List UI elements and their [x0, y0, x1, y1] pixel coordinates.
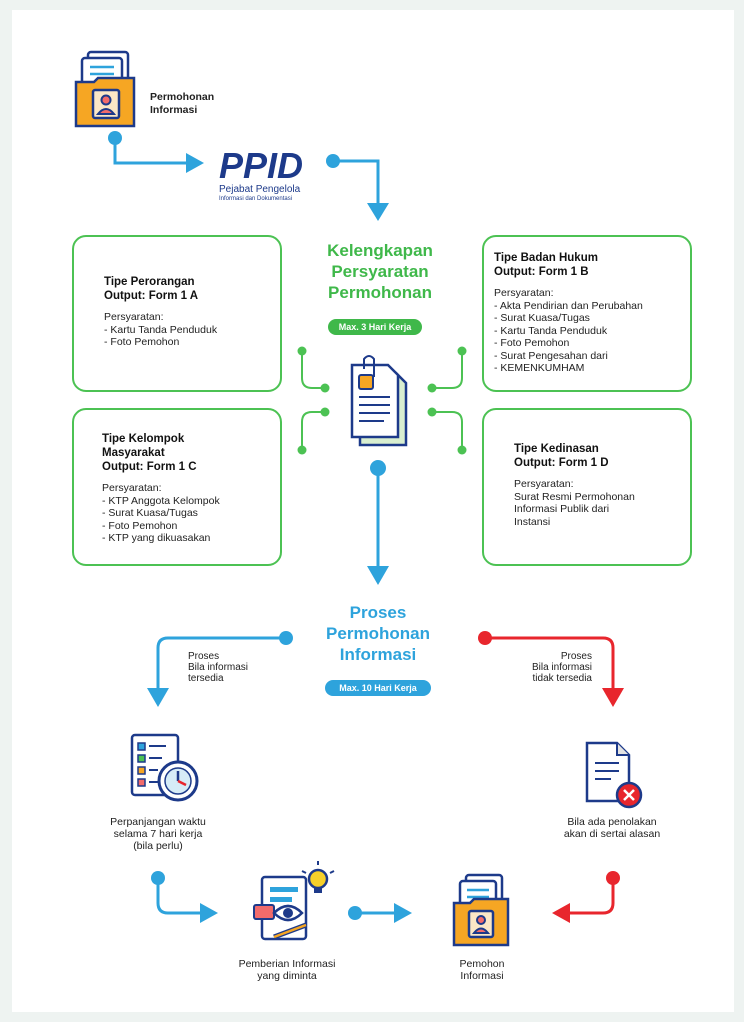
box-kelompok-list: KTP Anggota Kelompok Surat Kuasa/Tugas F…: [102, 495, 272, 545]
box-kelompok-req-label: Persyaratan:: [102, 482, 162, 494]
infographic-sheet: PPID Permohonan Informasi Pejabat Pengel…: [12, 10, 734, 1012]
box-kedinasan-output: Output: Form 1 D: [514, 457, 609, 469]
box-kedinasan-line: Instansi: [514, 515, 551, 528]
delivery-caption-line: yang diminta: [257, 970, 317, 982]
box-badan-hukum-output: Output: Form 1 B: [494, 266, 589, 278]
list-item: KTP yang dikuasakan: [102, 532, 272, 545]
available-branch-line: Proses: [188, 651, 220, 662]
box-kelompok-output: Output: Form 1 C: [102, 461, 197, 473]
box-kedinasan-title: Tipe Kedinasan: [514, 443, 599, 455]
extension-to-delivery-connector: [151, 871, 218, 923]
ppid-logo-line1: Pejabat Pengelola: [219, 184, 301, 195]
list-item: Surat Kuasa/Tugas: [494, 312, 682, 325]
requirements-title-line2: Persyaratan: [331, 262, 429, 281]
rejection-caption: Bila ada penolakan akan di sertai alasan: [542, 816, 682, 840]
requirements-branch-dots: [297, 346, 467, 455]
list-item: Foto Pemohon: [102, 520, 272, 533]
process-duration-badge: Max. 10 Hari Kerja: [325, 680, 431, 696]
ppid-to-requirements-connector: [326, 154, 389, 221]
start-to-ppid-connector: [108, 131, 204, 173]
process-title-line1: Proses: [349, 603, 407, 622]
available-branch-connector: [147, 631, 293, 707]
list-item: Foto Pemohon: [104, 336, 270, 349]
ppid-logo-icon: PPID: [219, 145, 303, 186]
box-kedinasan-req-label: Persyaratan:: [514, 478, 574, 490]
extension-caption-line: Perpanjangan waktu: [110, 816, 206, 828]
ppid-logo-line2: Informasi dan Dokumentasi: [219, 196, 293, 202]
start-label-text: Permohonan Informasi: [150, 91, 215, 116]
unavailable-branch-line: Bila informasi: [531, 662, 592, 673]
list-item: Surat Kuasa/Tugas: [102, 507, 272, 520]
box-perorangan-list: Kartu Tanda Penduduk Foto Pemohon: [104, 324, 270, 349]
extension-caption-line: selama 7 hari kerja: [113, 828, 203, 840]
process-title-line3: Informasi: [339, 645, 417, 664]
end-caption-line: Pemohon: [459, 958, 505, 970]
box-badan-hukum-list: Akta Pendirian dan Perubahan Surat Kuasa…: [494, 300, 682, 375]
box-kelompok-title: Tipe Kelompok: [102, 433, 185, 445]
rejection-caption-line: akan di sertai alasan: [563, 828, 661, 840]
rejected-document-icon: [585, 741, 643, 809]
list-item: Surat Pengesahan dari: [494, 350, 682, 363]
ppid-logo-subtitle: Pejabat Pengelola Informasi dan Dokument…: [219, 184, 319, 203]
list-item: Foto Pemohon: [494, 337, 682, 350]
extension-caption-line: (bila perlu): [133, 840, 183, 852]
extension-caption: Perpanjangan waktu selama 7 hari kerja (…: [88, 816, 228, 852]
requirements-branch-connectors: [301, 351, 463, 450]
end-applicant-folder-icon: [452, 873, 510, 947]
requirements-title-line1: Kelengkapan: [327, 241, 433, 260]
box-badan-hukum-title: Tipe Badan Hukum: [494, 252, 598, 264]
list-item: Kartu Tanda Penduduk: [494, 325, 682, 338]
unavailable-branch-line: tidak tersedia: [532, 673, 592, 684]
list-item: KTP Anggota Kelompok: [102, 495, 272, 508]
box-kelompok-title2: Masyarakat: [102, 447, 165, 459]
box-perorangan-output: Output: Form 1 A: [104, 290, 199, 302]
unavailable-branch-connector: [478, 631, 624, 707]
applicant-folder-icon: [74, 50, 136, 128]
requirement-box-perorangan: Tipe Perorangan Output: Form 1 A Persyar…: [72, 235, 282, 392]
end-caption: Pemohon Informasi: [432, 958, 532, 982]
available-branch-line: tersedia: [188, 673, 224, 684]
ppid-wordmark: PPID: [219, 145, 303, 186]
rejection-caption-line: Bila ada penolakan: [567, 816, 657, 828]
available-branch-caption: Proses Bila informasi tersedia: [188, 651, 248, 684]
unavailable-branch-line: Proses: [560, 651, 592, 662]
rejection-to-end-connector: [552, 871, 620, 923]
requirement-box-kelompok: Tipe Kelompok Masyarakat Output: Form 1 …: [72, 408, 282, 566]
box-perorangan-req-label: Persyaratan:: [104, 311, 164, 323]
delivery-to-end-connector: [348, 903, 412, 923]
information-delivery-icon: [253, 861, 335, 941]
delivery-caption-line: Pemberian Informasi: [238, 958, 336, 970]
process-title: Proses Permohonan Informasi: [308, 602, 448, 665]
requirements-duration-badge: Max. 3 Hari Kerja: [328, 319, 422, 335]
end-caption-line: Informasi: [460, 970, 504, 982]
box-kedinasan-line: Informasi Publik dari: [514, 503, 610, 515]
documents-clip-icon: [350, 355, 408, 447]
process-title-line2: Permohonan: [326, 624, 430, 643]
available-branch-line: Bila informasi: [188, 662, 249, 673]
start-label: Permohonan Informasi: [150, 91, 260, 117]
requirements-title: Kelengkapan Persyaratan Permohonan: [302, 240, 458, 303]
box-badan-hukum-req-label: Persyaratan:: [494, 287, 554, 299]
checklist-clock-icon: [130, 733, 199, 802]
box-kedinasan-line: Surat Resmi Permohonan: [514, 490, 635, 503]
list-item: Akta Pendirian dan Perubahan: [494, 300, 682, 313]
delivery-caption: Pemberian Informasi yang diminta: [212, 958, 362, 982]
requirement-box-badan-hukum: Tipe Badan Hukum Output: Form 1 B Persya…: [482, 235, 692, 392]
flow-connectors: PPID: [74, 50, 643, 947]
list-item: KEMENKUMHAM: [494, 362, 682, 375]
list-item: Kartu Tanda Penduduk: [104, 324, 270, 337]
requirement-box-kedinasan: Tipe Kedinasan Output: Form 1 D Persyara…: [482, 408, 692, 566]
requirements-title-line3: Permohonan: [328, 283, 432, 302]
unavailable-branch-caption: Proses Bila informasi tidak tersedia: [482, 651, 592, 684]
box-perorangan-title: Tipe Perorangan: [104, 276, 195, 288]
box-kedinasan-lines: Surat Resmi Permohonan Informasi Publik …: [514, 491, 682, 529]
requirements-to-process-connector: [367, 460, 389, 585]
